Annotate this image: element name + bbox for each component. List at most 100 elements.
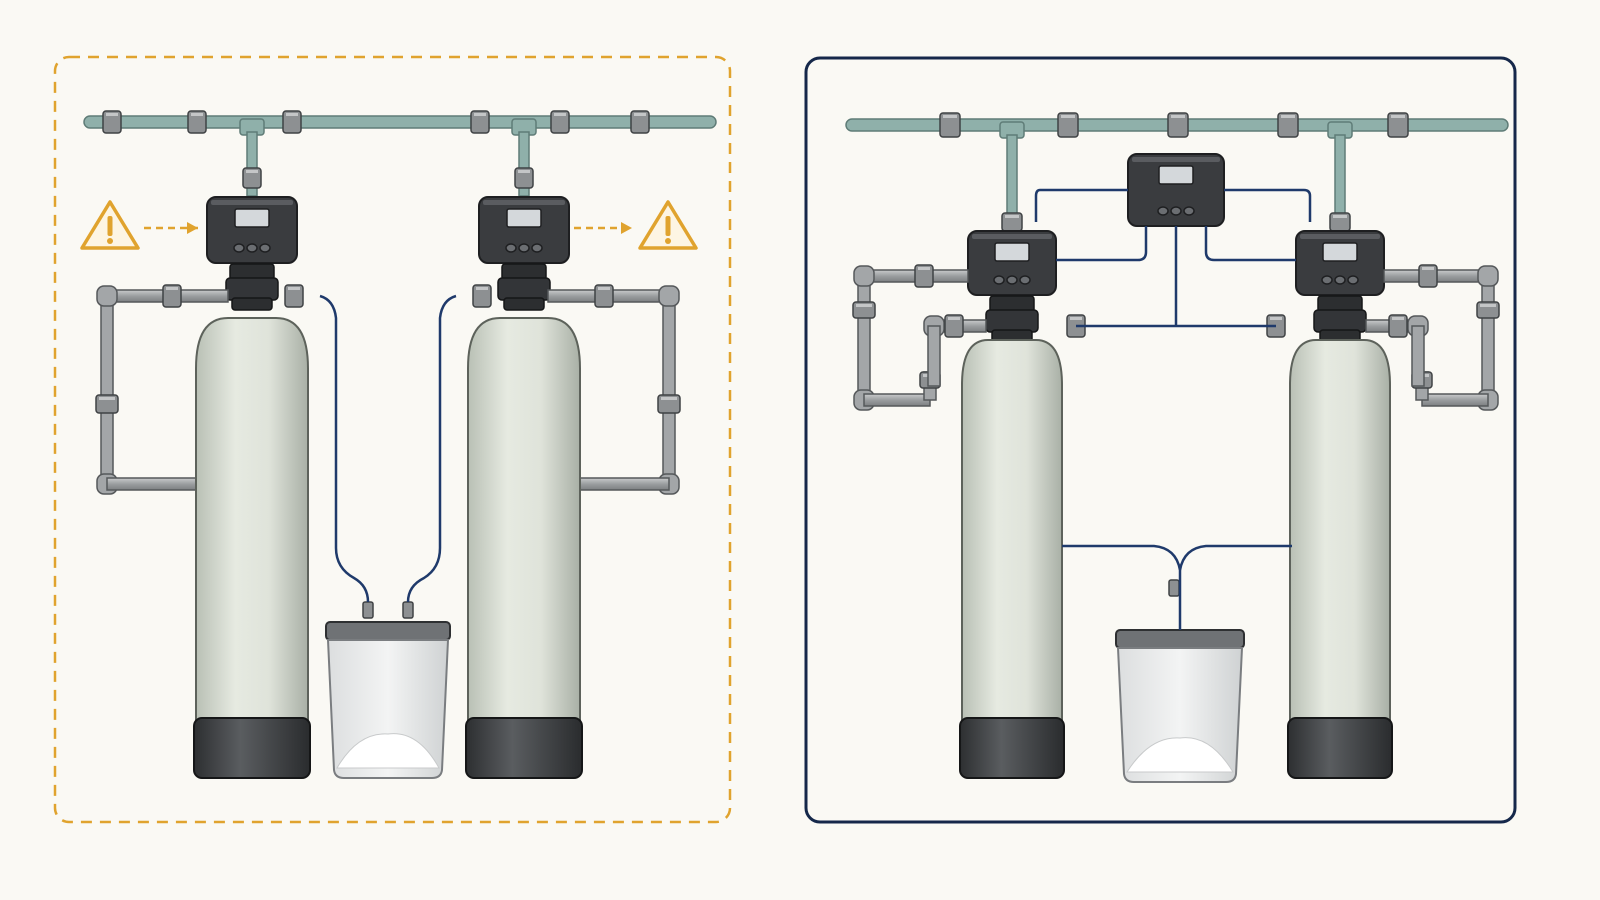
bypass-pipe-vertical: [927, 325, 941, 387]
tank-base: [193, 717, 311, 779]
pipe-fitting-highlight: [1333, 215, 1347, 218]
pipe-fitting: [472, 284, 492, 308]
pipe-fitting-highlight: [1005, 215, 1019, 218]
bypass-pipe-vertical: [1481, 275, 1495, 401]
pipe-fitting: [470, 110, 490, 134]
bypass-pipe-horizontal: [575, 477, 670, 491]
controller-display: [1322, 242, 1358, 262]
pipe-fitting-highlight: [99, 397, 115, 400]
controller-button: [518, 243, 530, 253]
resin-tank: [1287, 339, 1393, 779]
salt-pellets: [336, 733, 440, 769]
master-controller: [1127, 153, 1225, 227]
controller-body: [967, 230, 1057, 296]
controller-body: [206, 196, 298, 264]
brine-tank-lid: [1115, 629, 1245, 649]
valve-body: [1313, 309, 1367, 333]
bypass-pipe-vertical: [100, 295, 114, 485]
pipe-fitting-highlight: [948, 317, 960, 320]
tank-base: [959, 717, 1065, 779]
warning-arrow-head: [621, 222, 632, 234]
brine-fitting: [362, 601, 374, 619]
controller-highlight: [972, 234, 1052, 239]
controller-button: [246, 243, 258, 253]
bypass-pipe-vertical: [857, 275, 871, 401]
control-valve-head: [206, 196, 298, 264]
pipe-elbow: [853, 265, 875, 287]
bypass-pipe-horizontal: [863, 393, 931, 407]
right-panel-networked-system: [845, 112, 1509, 783]
warning-exclamation-dot: [665, 238, 671, 244]
controller-button: [1321, 275, 1333, 285]
tank-shell: [195, 317, 309, 723]
pipe-fitting-highlight: [288, 287, 300, 290]
controller-button: [505, 243, 517, 253]
pipe-fitting-highlight: [474, 113, 486, 116]
bypass-pipe-vertical: [1411, 325, 1425, 387]
main-supply-pipe: [83, 115, 717, 129]
controller-highlight: [211, 200, 293, 205]
warning-icon: [80, 200, 140, 250]
pipe-fitting: [162, 284, 182, 308]
pipe-fitting-highlight: [554, 113, 566, 116]
pipe-fitting: [1388, 314, 1408, 338]
controller-button: [1347, 275, 1359, 285]
pipe-elbow: [1477, 265, 1499, 287]
pipe-fitting: [1057, 112, 1079, 138]
right-panel-frame: [804, 56, 1517, 824]
warning-arrow-head: [187, 222, 198, 234]
pipe-fitting: [284, 284, 304, 308]
controller-button: [1183, 206, 1195, 216]
left-softener-unit-2: [465, 118, 681, 779]
bypass-pipe-horizontal: [106, 477, 201, 491]
right-softener-unit-1: [852, 121, 1086, 779]
valve-neck: [503, 297, 545, 311]
tank-base: [1287, 717, 1393, 779]
bypass-pipe-vertical: [662, 295, 676, 485]
left-brine-line-1: [319, 294, 370, 603]
warning-icon: [638, 200, 698, 250]
valve-body: [985, 309, 1039, 333]
pipe-fitting: [594, 284, 614, 308]
resin-tank: [959, 339, 1065, 779]
pipe-fitting: [1277, 112, 1299, 138]
valve-body: [225, 277, 279, 301]
valve-body: [497, 277, 551, 301]
controller-body: [478, 196, 570, 264]
pipe-fitting: [282, 110, 302, 134]
pipe-fitting-highlight: [1391, 115, 1405, 118]
controller-button: [1019, 275, 1031, 285]
left-panel-frame: [53, 55, 732, 824]
right-softener-unit-2: [1266, 121, 1500, 779]
pipe-fitting-highlight: [1171, 115, 1185, 118]
control-valve-head: [478, 196, 570, 264]
pipe-fitting-highlight: [856, 304, 872, 307]
warning-exclamation-bar: [107, 216, 113, 236]
tank-shell: [961, 339, 1063, 723]
resin-tank: [465, 317, 583, 779]
pipe-fitting-highlight: [943, 115, 957, 118]
pipe-fitting-highlight: [661, 397, 677, 400]
pipe-fitting-highlight: [191, 113, 203, 116]
signal-line-right-upper: [1224, 188, 1312, 222]
control-valve-head: [967, 230, 1057, 296]
pipe-fitting-highlight: [918, 267, 930, 270]
signal-line-left-upper: [1034, 188, 1128, 222]
pipe-fitting-highlight: [286, 113, 298, 116]
tank-shell: [467, 317, 581, 723]
pipe-fitting-highlight: [1392, 317, 1404, 320]
brine-line-right: [1178, 544, 1292, 571]
brine-tank-icon: [1115, 629, 1245, 783]
pipe-fitting-highlight: [1270, 317, 1282, 320]
warning-exclamation-bar: [665, 216, 671, 236]
brine-line-left: [1062, 544, 1182, 630]
salt-pellets: [1126, 737, 1234, 773]
pipe-fitting-highlight: [1281, 115, 1295, 118]
pipe-fitting-highlight: [476, 287, 488, 290]
resin-tank: [193, 317, 311, 779]
controller-button: [1334, 275, 1346, 285]
signal-line-left-lower: [1056, 226, 1148, 262]
pipe-fitting: [550, 110, 570, 134]
pipe-fitting: [187, 110, 207, 134]
pipe-fitting-highlight: [1061, 115, 1075, 118]
